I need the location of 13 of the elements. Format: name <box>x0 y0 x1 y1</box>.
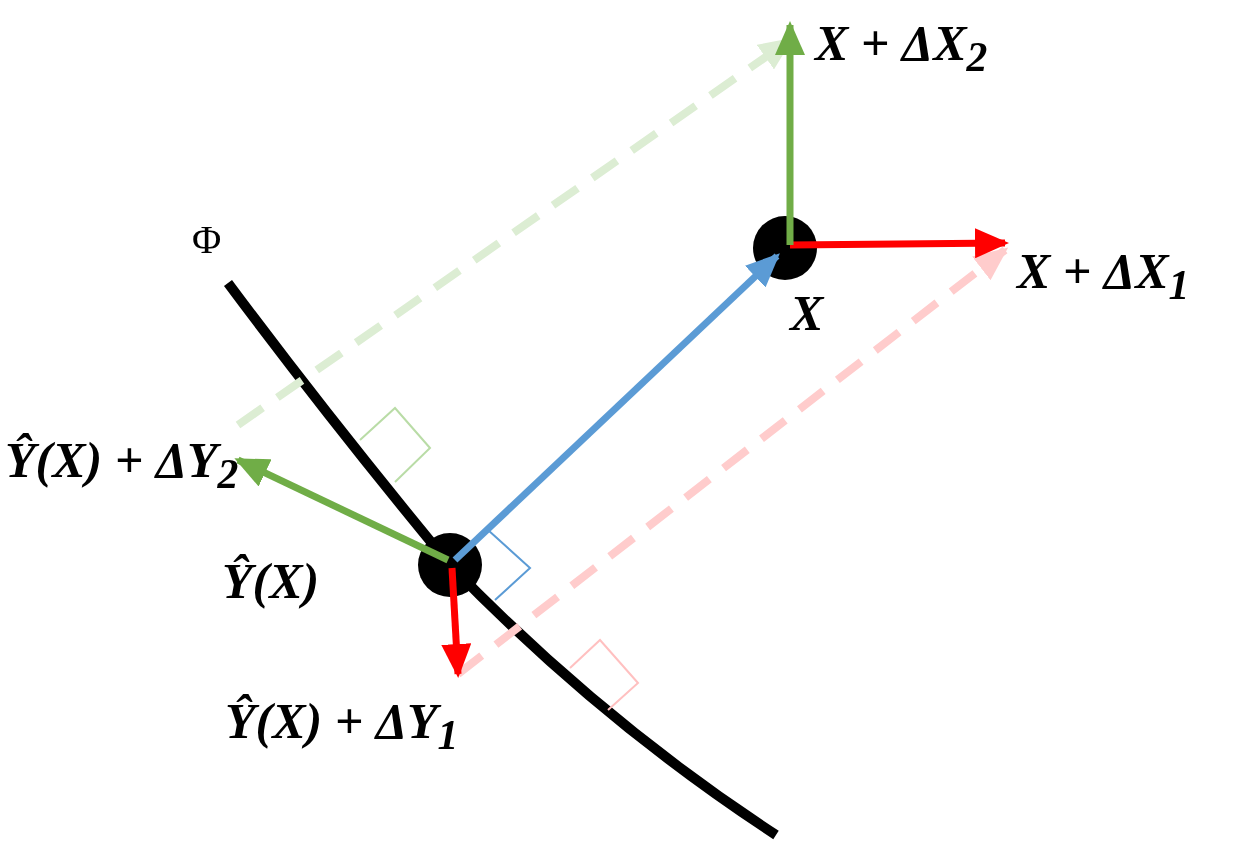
point-dot <box>418 533 482 597</box>
arrow <box>775 21 805 245</box>
point-dot <box>753 216 817 280</box>
point-label: Ŷ(X) + ΔY$_{1}$ <box>225 674 459 757</box>
arrow <box>452 253 780 563</box>
point-label: X + ΔX$_{1}$ <box>1005 238 1190 307</box>
point-label: Ŷ(X) + ΔY$_{2}$ <box>5 425 239 496</box>
arrow <box>234 456 450 564</box>
arrow <box>441 567 472 678</box>
arrow <box>789 228 1009 259</box>
point-label: X + ΔX$_{2}$ <box>790 18 988 79</box>
curve-label: Φ <box>192 220 222 260</box>
point-label: X <box>790 288 824 338</box>
